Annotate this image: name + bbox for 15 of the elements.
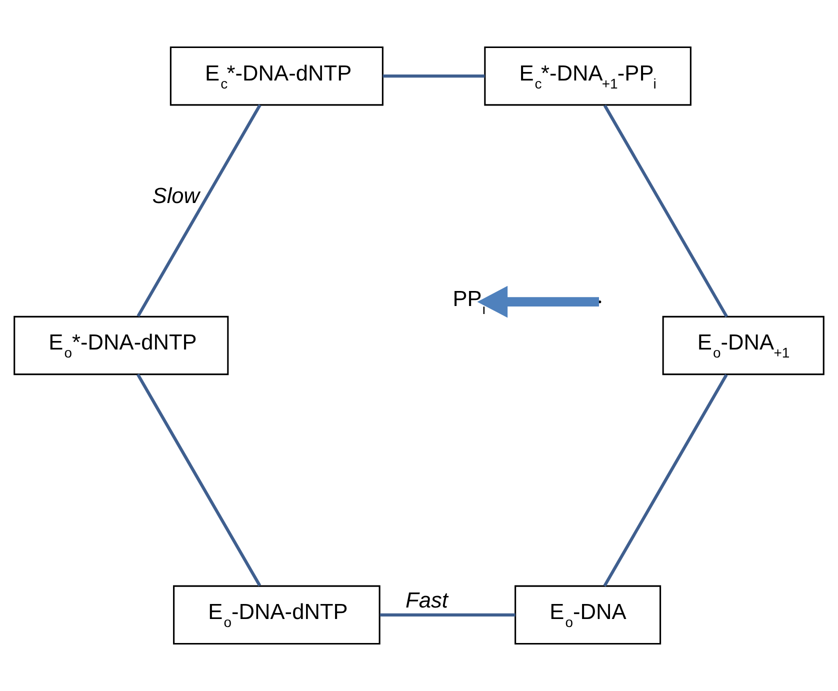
node-box: E$_{o}$*-DNA-dNTP bbox=[14, 316, 229, 376]
connector bbox=[136, 374, 262, 586]
edge-label: Fast bbox=[406, 587, 448, 612]
node-box: E$_{c}$*-DNA$_{+1}$-PP$_{i}$ bbox=[484, 46, 692, 106]
connector bbox=[382, 74, 485, 78]
node-box: E$_{c}$*-DNA-dNTP bbox=[170, 46, 384, 106]
node-box: E$_{o}$-DNA-dNTP bbox=[173, 585, 380, 645]
node-box: E$_{o}$-DNA$_{+1}$ bbox=[662, 316, 824, 376]
connector bbox=[603, 104, 728, 318]
edge-label: Slow bbox=[152, 183, 200, 208]
arrow bbox=[477, 286, 599, 318]
connector bbox=[136, 104, 262, 317]
connector bbox=[380, 613, 516, 616]
connector bbox=[603, 374, 728, 587]
node-box: E$_{o}$-DNA bbox=[514, 585, 662, 645]
